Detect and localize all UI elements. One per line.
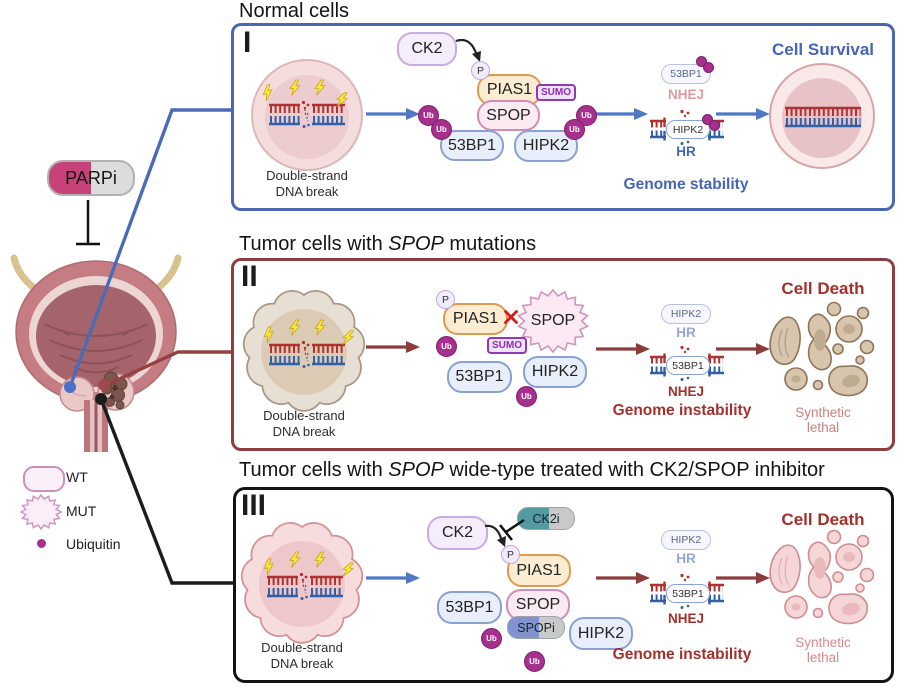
nhej-label: NHEJ (667, 87, 704, 102)
ubiquitin-dot (702, 114, 713, 125)
pias1-pill: PIAS1 (443, 303, 508, 335)
dna-repair-site: 53BP1 (648, 572, 726, 612)
nhej-label: NHEJ (667, 611, 704, 626)
panel3-tumor-cell-dsb (240, 522, 364, 644)
dead-cell-fragments (770, 530, 874, 624)
panel2-title: Tumor cells with SPOP mutations (239, 233, 537, 255)
panel3-arrow-1 (366, 570, 420, 586)
panel2-cell-caption: Double-strand DNA break (263, 408, 345, 439)
panel1-cell-caption: Double-strand DNA break (266, 168, 348, 199)
panel3-numeral: III (241, 489, 267, 522)
ck2-pill: CK2 (397, 32, 457, 66)
legend-mut-label: MUT (66, 503, 97, 519)
spop-mutant-starburst (517, 288, 589, 354)
spop-pill: SPOP (477, 100, 540, 131)
ubiquitin-badge: Ub (516, 386, 537, 407)
ubiquitin-dot (709, 120, 720, 131)
panel1-title: Normal cells (239, 0, 350, 22)
phospho-badge: P (501, 545, 520, 564)
ck2-pill: CK2 (427, 516, 488, 550)
ubiquitin-badge: Ub (524, 651, 545, 672)
parpi-pill: PARPi (47, 160, 135, 196)
outcome-caption: Synthetic lethal (795, 635, 851, 665)
surviving-cell (769, 63, 875, 169)
ubiquitin-dot (696, 56, 707, 67)
sumo-badge: SUMO (487, 337, 527, 354)
panel2-arrow-2 (596, 341, 650, 357)
panel2-tumor-cell-dsb (242, 290, 366, 412)
panel1-cell-dsb (251, 59, 363, 171)
outcome-label: Cell Survival (771, 40, 875, 59)
panel2-arrow-3 (716, 341, 770, 357)
hr-label: HR (676, 144, 696, 159)
phospho-badge: P (436, 290, 455, 309)
panel1-arrow-1 (366, 106, 420, 122)
legend-ubiquitin-label: Ubiquitin (66, 536, 121, 552)
hr-label: HR (676, 551, 696, 566)
dna-repair-site: HIPK2 (648, 108, 726, 148)
spop-pill: SPOP (506, 589, 570, 621)
53bp1-pill: 53BP1 (440, 130, 504, 161)
legend-ubiquitin-dot (37, 539, 46, 548)
dna-repair-site: 53BP1 (648, 344, 726, 384)
phosphorylation-arrow-icon (484, 524, 506, 547)
ubiquitin-badge: Ub (564, 119, 585, 140)
genome-status: Genome instability (612, 646, 752, 663)
panel3-title: Tumor cells with SPOP wide-type treated … (239, 459, 825, 481)
ubiquitin-badge: Ub (431, 119, 452, 140)
ubiquitin-badge: Ub (481, 628, 502, 649)
legend-mut-shape (19, 493, 63, 531)
sumo-badge: SUMO (536, 84, 576, 101)
53bp1-pill: 53BP1 (447, 361, 512, 393)
ck2-inhibitor-capsule: CK2i (517, 507, 575, 530)
blocked-interaction-x-icon (504, 310, 518, 324)
spop-mutant-label: SPOP (530, 312, 576, 329)
53bp1-pill: 53BP1 (437, 591, 502, 624)
panel3-cell-caption: Double-strand DNA break (261, 640, 343, 671)
outcome-label: Cell Death (781, 510, 865, 529)
genome-status: Genome stability (623, 176, 749, 193)
hipk2-pill: HIPK2 (569, 617, 633, 650)
outcome-label: Cell Death (781, 279, 865, 298)
hr-label: HR (676, 325, 696, 340)
panel1-numeral: I (243, 26, 252, 59)
phospho-badge: P (471, 61, 490, 80)
legend-wt-shape (23, 466, 65, 492)
parpi-label: PARPi (65, 167, 117, 188)
nhej-label: NHEJ (667, 384, 704, 399)
legend-wt-label: WT (66, 469, 88, 485)
hr-protein-pill: HIPK2 (661, 530, 711, 550)
hipk2-pill: HIPK2 (523, 356, 587, 388)
dead-cell-fragments (770, 302, 874, 396)
genome-status: Genome instability (612, 402, 752, 419)
hr-protein-pill: HIPK2 (666, 120, 710, 139)
nhej-protein-pill: 53BP1 (661, 64, 711, 84)
panel3-arrow-3 (716, 570, 770, 586)
inhibition-tbar-icon (76, 200, 100, 246)
spop-inhibitor-capsule: SPOPi (507, 616, 565, 639)
ubiquitin-badge: Ub (436, 336, 457, 357)
nhej-protein-pill: 53BP1 (666, 356, 710, 375)
hr-protein-pill: HIPK2 (661, 304, 711, 324)
inhibition-tbar-icon (499, 518, 525, 541)
panel3-arrow-2 (596, 570, 650, 586)
bladder-prostate-illustration (10, 254, 182, 452)
panel1-arrow-2 (594, 106, 648, 122)
panel2-numeral: II (241, 260, 258, 293)
panel1-arrow-3 (716, 106, 770, 122)
phosphorylation-arrow-icon (455, 38, 481, 62)
panel2-arrow-1 (366, 339, 420, 355)
nhej-protein-pill: 53BP1 (666, 584, 710, 603)
outcome-caption: Synthetic lethal (795, 405, 851, 435)
ubiquitin-dot (703, 62, 714, 73)
